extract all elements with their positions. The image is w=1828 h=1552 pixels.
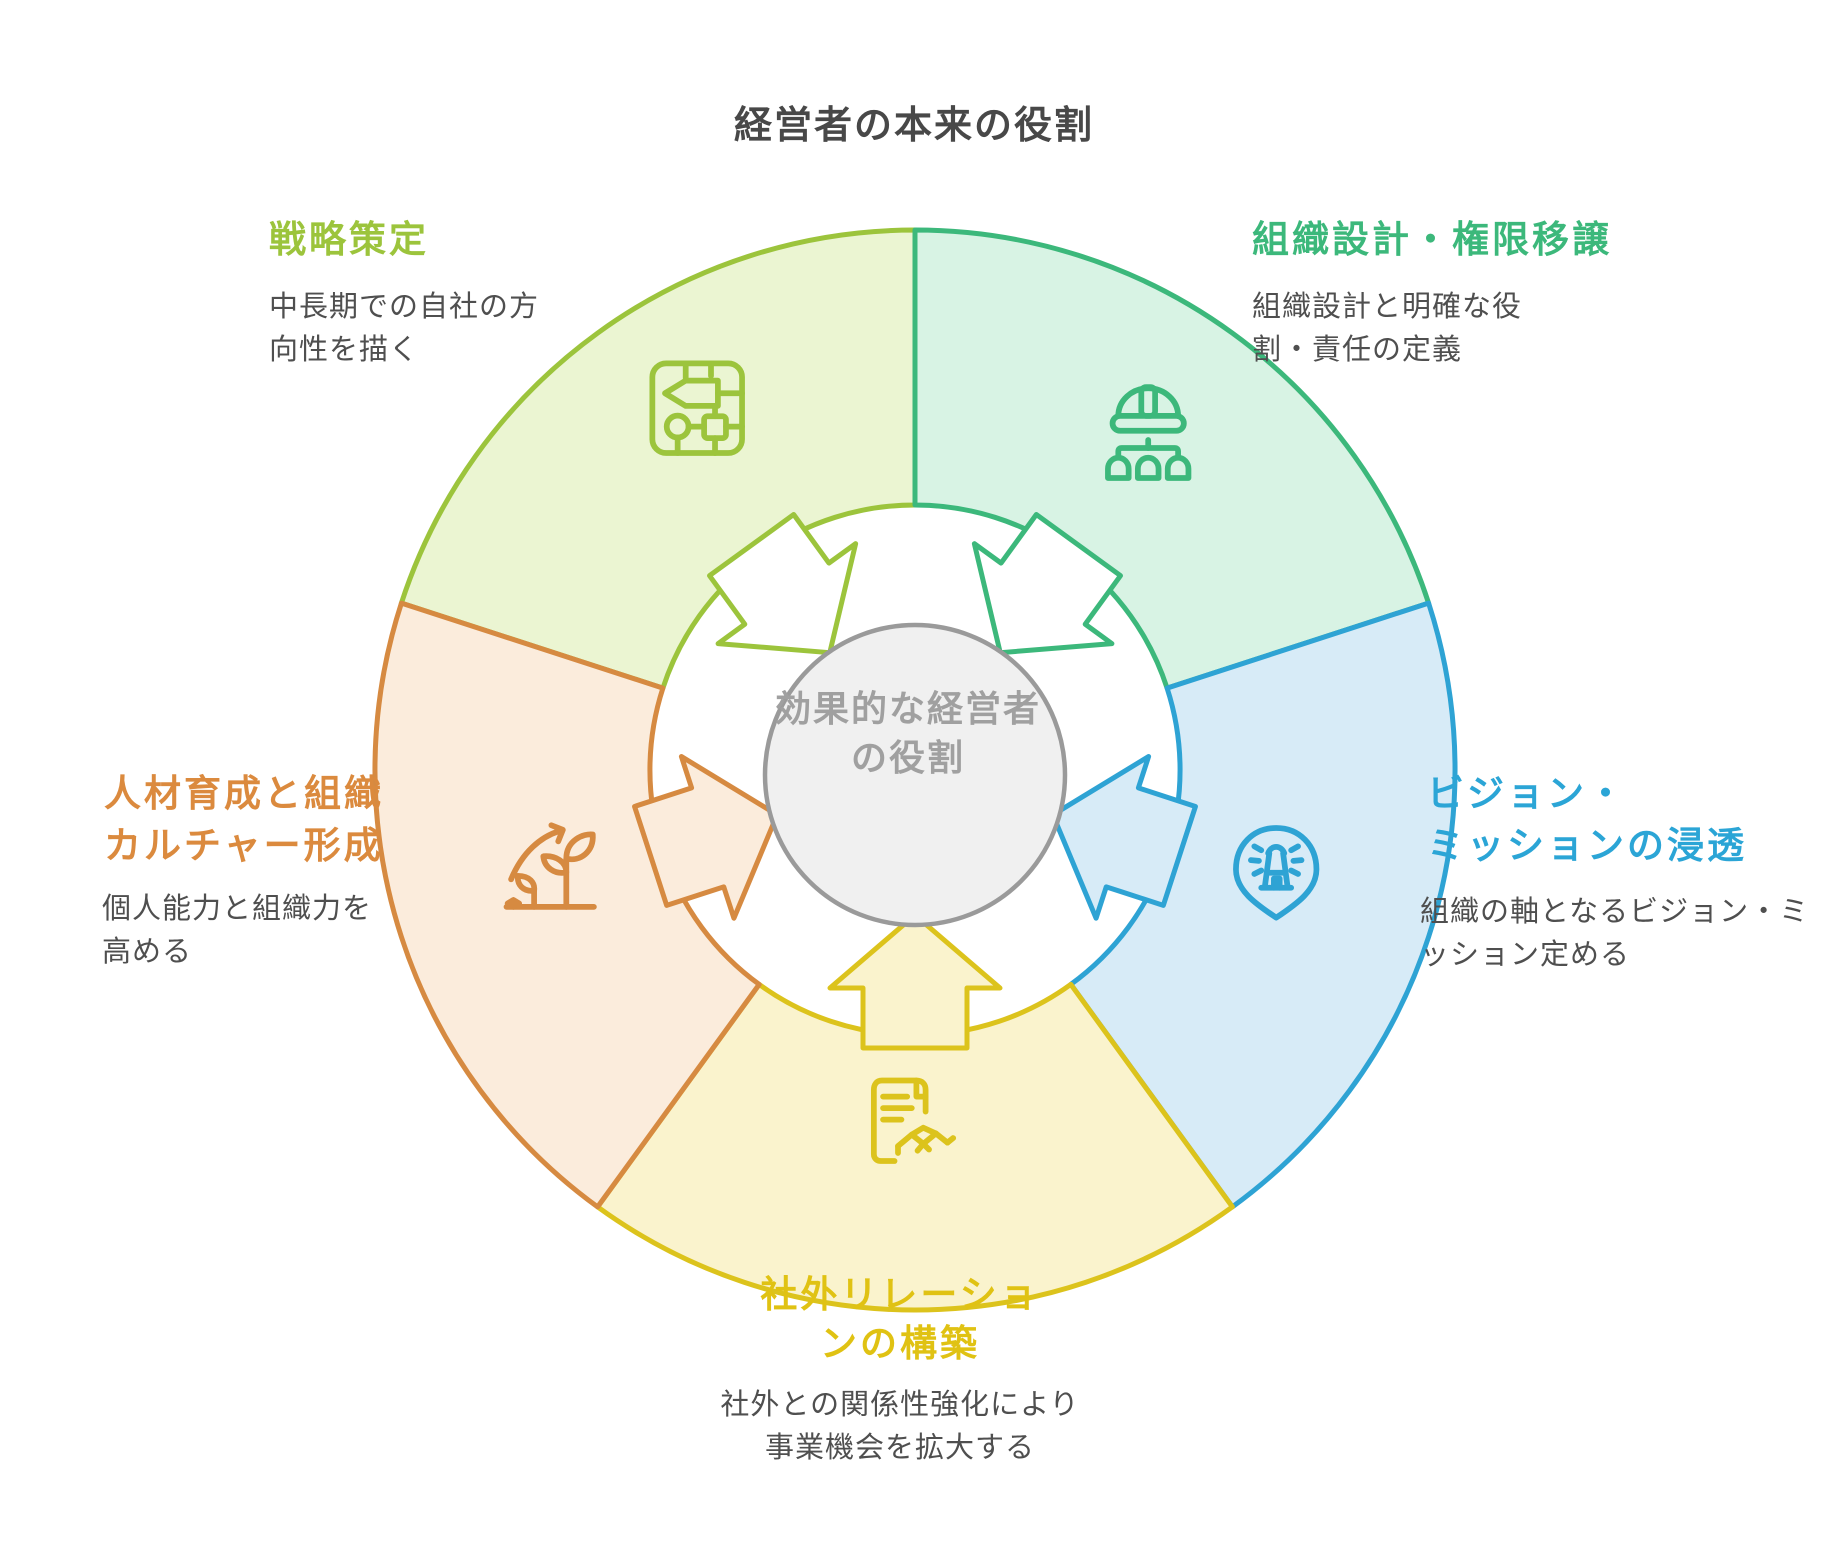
description-hr-culture: 個人能力と組織力を 高める	[102, 893, 373, 968]
label-hr-culture: 人材育成と組織 カルチャー形成	[104, 773, 384, 866]
arrow-external-relations	[827, 912, 1003, 1051]
description-external-relations: 社外との関係性強化により 事業機会を拡大する	[720, 1389, 1080, 1464]
description-org-design: 組織設計と明確な役 割・責任の定義	[1252, 291, 1523, 366]
hard-hat-org-chart-icon	[1105, 384, 1192, 481]
arrow-org-design	[971, 512, 1123, 656]
label-org-design: 組織設計・権限移譲	[1252, 219, 1612, 260]
arrow-hr-culture	[632, 754, 780, 921]
description-vision-mission: 組織の軸となるビジョン・ミ ッション定める	[1420, 896, 1810, 971]
center-label: 効果的な経営者 の役割	[774, 688, 1042, 778]
center-circle	[762, 622, 1068, 928]
label-strategy: 戦略策定	[269, 219, 429, 260]
lighthouse-pin-icon	[1233, 825, 1320, 921]
page-title: 経営者の本来の役割	[733, 105, 1095, 147]
label-external-relations: 社外リレーショ ンの構築	[760, 1274, 1040, 1364]
description-strategy: 中長期での自社の方 向性を描く	[269, 291, 540, 366]
arrow-vision-mission	[1050, 754, 1198, 921]
strategy-map-icon	[649, 360, 745, 456]
scroll-handshake-icon	[870, 1077, 957, 1164]
arrow-strategy	[707, 512, 859, 656]
label-vision-mission: ビジョン・ ミッションの浸透	[1427, 773, 1747, 866]
plant-growth-icon	[503, 822, 597, 910]
